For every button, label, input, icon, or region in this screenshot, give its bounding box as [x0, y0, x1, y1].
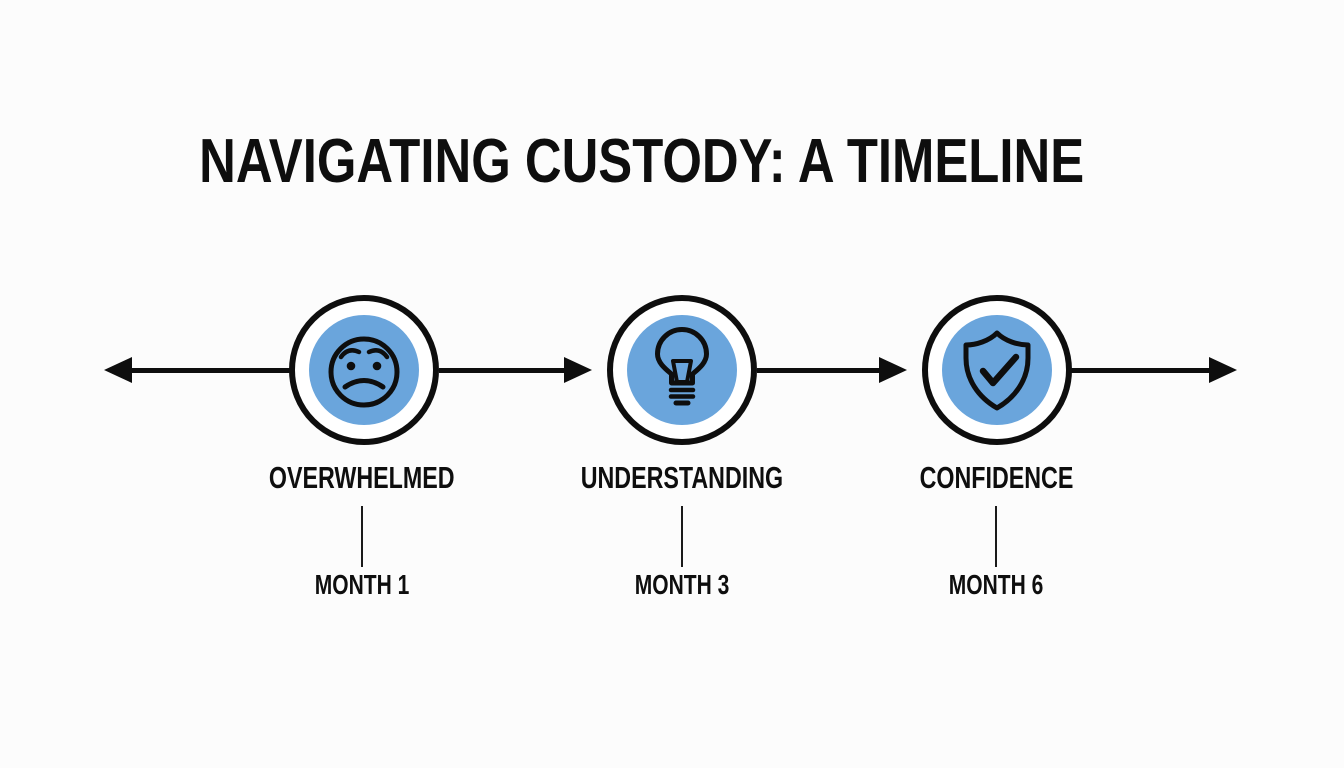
arrow-left-icon — [104, 357, 132, 383]
timeline-line-segment — [757, 368, 881, 373]
stage-label-overwhelmed: OVERWHELMED — [162, 462, 562, 494]
page-title: NAVIGATING CUSTODY: A TIMELINE — [0, 131, 1344, 193]
connector-line — [995, 506, 997, 567]
node-disc — [627, 315, 737, 425]
month-label-text: MONTH 3 — [634, 569, 730, 600]
worried-face-icon — [328, 336, 400, 408]
stage-label-understanding: UNDERSTANDING — [482, 462, 882, 494]
lightbulb-icon — [655, 327, 709, 406]
stage-label-text: OVERWHELMED — [269, 460, 455, 495]
connector-line — [681, 506, 683, 567]
month-label-3: MONTH 3 — [482, 570, 882, 600]
arrow-right-icon — [564, 357, 592, 383]
timeline-node-confidence — [922, 295, 1072, 445]
timeline-node-overwhelmed — [289, 295, 439, 445]
stage-label-text: CONFIDENCE — [919, 460, 1073, 495]
stage-label-confidence: CONFIDENCE — [796, 462, 1196, 494]
timeline-line-segment — [1070, 368, 1212, 373]
arrow-right-icon — [879, 357, 907, 383]
timeline-node-understanding — [607, 295, 757, 445]
shield-check-icon — [963, 330, 1031, 411]
node-disc — [309, 315, 419, 425]
month-label-1: MONTH 1 — [162, 570, 562, 600]
timeline-line-segment — [439, 368, 566, 373]
arrow-right-icon — [1209, 357, 1237, 383]
page-title-text: NAVIGATING CUSTODY: A TIMELINE — [199, 127, 1085, 196]
connector-line — [361, 506, 363, 567]
timeline-line-segment — [128, 368, 291, 373]
month-label-6: MONTH 6 — [796, 570, 1196, 600]
node-disc — [942, 315, 1052, 425]
month-label-text: MONTH 1 — [314, 569, 410, 600]
month-label-text: MONTH 6 — [948, 569, 1044, 600]
stage-label-text: UNDERSTANDING — [580, 460, 784, 495]
